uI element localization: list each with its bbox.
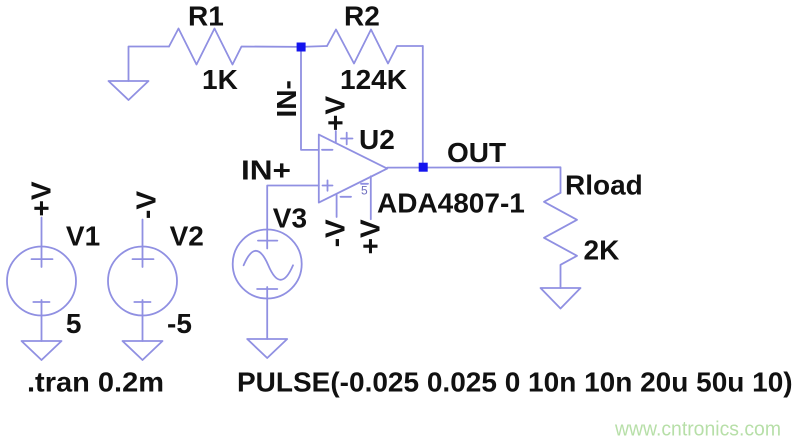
svg-text:.tran 0.2m: .tran 0.2m xyxy=(27,367,164,398)
svg-text:V3: V3 xyxy=(273,203,307,234)
svg-text:V2: V2 xyxy=(170,221,204,252)
svg-text:1K: 1K xyxy=(202,64,238,95)
svg-text:+V: +V xyxy=(320,96,351,131)
svg-text:5: 5 xyxy=(66,308,82,339)
svg-text:-V: -V xyxy=(131,191,162,219)
svg-text:2K: 2K xyxy=(584,234,620,265)
svg-text:V1: V1 xyxy=(66,221,100,252)
svg-text:IN-: IN- xyxy=(271,80,302,117)
svg-text:+V: +V xyxy=(355,219,386,254)
svg-text:U2: U2 xyxy=(359,124,395,155)
svg-text:R2: R2 xyxy=(344,0,380,31)
svg-text:www.cntronics.com: www.cntronics.com xyxy=(614,418,781,441)
svg-text:ADA4807-1: ADA4807-1 xyxy=(377,188,525,219)
svg-text:IN+: IN+ xyxy=(241,155,291,186)
svg-text:-5: -5 xyxy=(167,308,192,339)
svg-text:-V: -V xyxy=(320,219,351,247)
svg-text:R1: R1 xyxy=(188,0,224,31)
svg-text:PULSE(-0.025 0.025 0 10n 10n 2: PULSE(-0.025 0.025 0 10n 10n 20u 50u 10) xyxy=(237,367,793,398)
svg-text:+V: +V xyxy=(26,181,57,216)
svg-text:Rload: Rload xyxy=(565,169,643,200)
svg-text:5: 5 xyxy=(361,184,368,198)
svg-text:124K: 124K xyxy=(340,64,407,95)
svg-text:OUT: OUT xyxy=(447,137,506,168)
